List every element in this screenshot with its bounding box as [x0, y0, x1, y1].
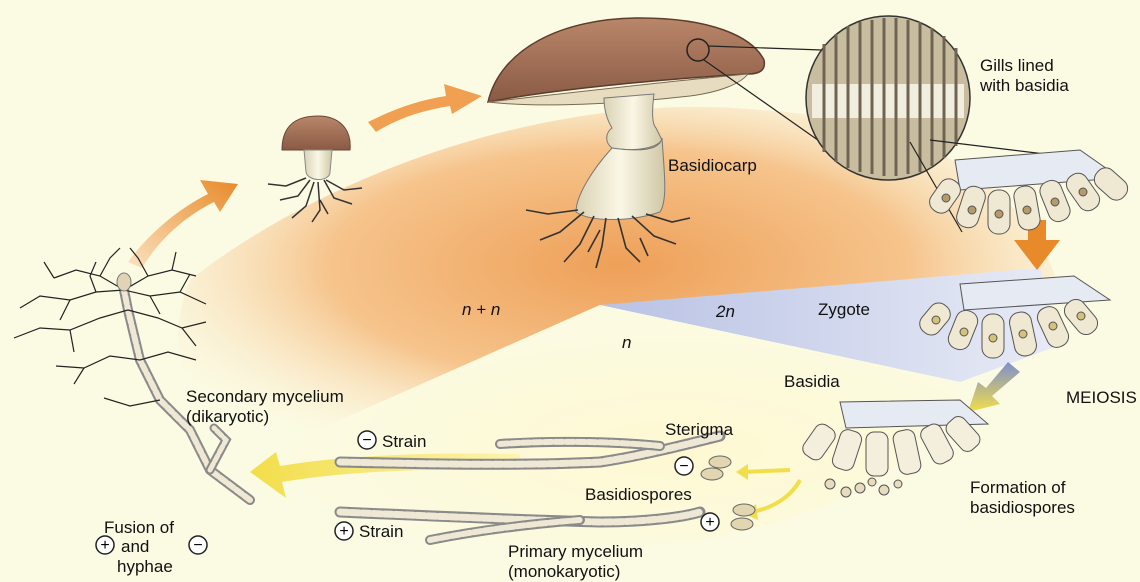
fusion-minus-marker: −	[189, 536, 207, 554]
svg-text:+: +	[339, 523, 348, 540]
label-plus-strain: Strain	[359, 522, 403, 542]
cycle-arrow-button-to-basidiocarp	[368, 84, 482, 132]
svg-text:+: +	[705, 514, 714, 531]
label-zygote: Zygote	[818, 300, 870, 320]
label-basidiospores: Basidiospores	[585, 485, 692, 505]
label-meiosis: MEIOSIS	[1066, 388, 1137, 408]
plus-strain-marker: +	[335, 522, 353, 540]
label-secondary-mycelium: Secondary mycelium (dikaryotic)	[186, 387, 344, 427]
label-primary-mycelium: Primary mycelium (monokaryotic)	[508, 542, 643, 582]
label-basidiocarp: Basidiocarp	[668, 156, 757, 176]
label-n: n	[622, 333, 631, 353]
label-basidia: Basidia	[784, 372, 840, 392]
label-2n: 2n	[716, 302, 735, 322]
fusion-plus-marker: +	[96, 536, 114, 554]
label-fusion-hyphae: hyphae	[117, 557, 173, 577]
spore-arrow-upper	[742, 470, 790, 472]
label-fusion-line1: Fusion of	[104, 518, 174, 538]
svg-text:−: −	[362, 432, 371, 449]
minus-spore-marker: −	[675, 457, 693, 475]
label-minus-strain: Strain	[382, 432, 426, 452]
svg-text:−: −	[679, 458, 688, 475]
minus-strain-marker: −	[358, 431, 376, 449]
cycle-arrow-mycelium-to-button	[128, 180, 238, 268]
label-formation: Formation of basidiospores	[970, 478, 1075, 518]
plus-spore-marker: +	[701, 513, 719, 531]
label-sterigma: Sterigma	[665, 420, 733, 440]
svg-text:−: −	[193, 537, 202, 554]
label-fusion-and: and	[121, 537, 149, 557]
label-n-plus-n: n + n	[462, 300, 500, 320]
label-gills: Gills lined with basidia	[980, 56, 1069, 96]
svg-text:+: +	[100, 537, 109, 554]
gill-inset-illustration	[806, 16, 970, 180]
